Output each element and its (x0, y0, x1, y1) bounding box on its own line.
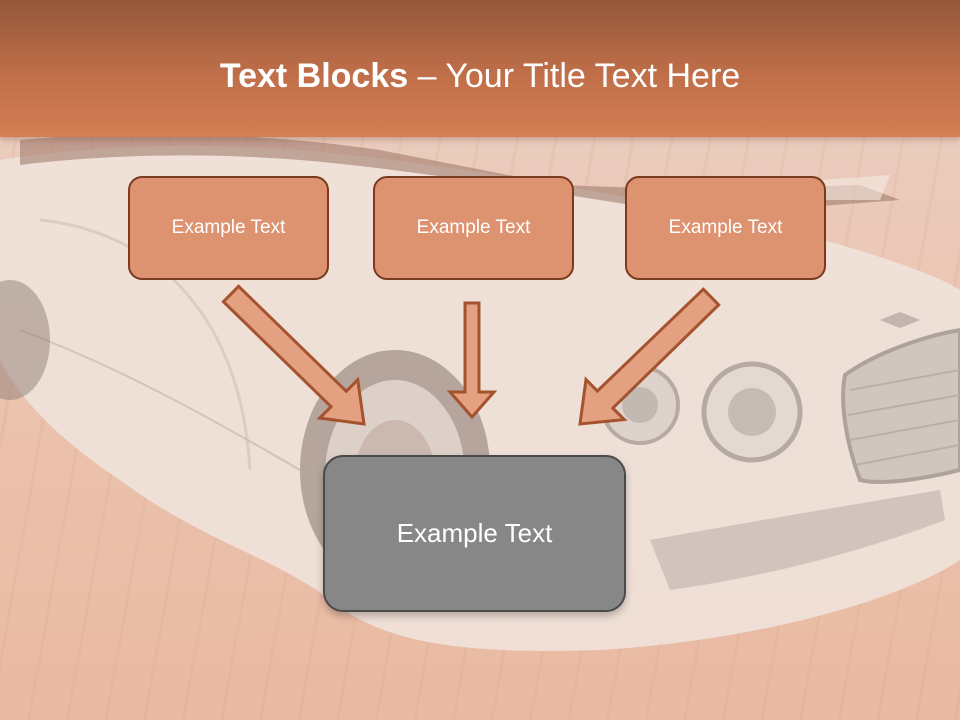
text-block-right[interactable]: Example Text (625, 176, 826, 280)
text-block-left-label: Example Text (171, 217, 286, 238)
main-text-block-label: Example Text (396, 518, 553, 548)
text-block-left[interactable]: Example Text (128, 176, 329, 280)
text-block-middle-label: Example Text (416, 217, 531, 238)
slide-title: Text Blocks – Your Title Text Here (0, 54, 960, 98)
main-text-block[interactable]: Example Text (323, 455, 626, 612)
down-arrow-icon (578, 287, 721, 426)
text-block-middle[interactable]: Example Text (373, 176, 574, 280)
down-arrow-icon (446, 301, 498, 420)
down-arrow-icon (221, 284, 366, 426)
title-rest-part: – Your Title Text Here (408, 57, 741, 95)
title-bold-part: Text Blocks (219, 57, 409, 95)
text-block-right-label: Example Text (668, 217, 783, 238)
title-bar: Text Blocks – Your Title Text Here (0, 0, 960, 137)
